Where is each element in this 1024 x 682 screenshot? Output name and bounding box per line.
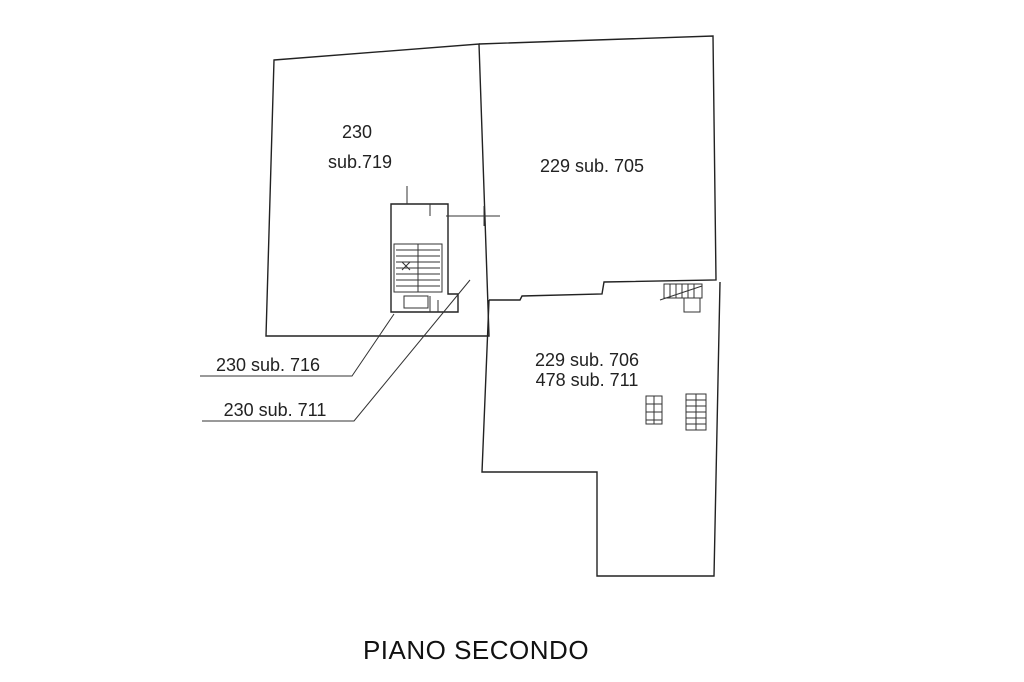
unit-230-label-line2: sub.719 (328, 152, 392, 172)
callout-711-leader (202, 279, 471, 422)
callout-716-label: 230 sub. 716 (216, 355, 320, 375)
small-stair-top-right (659, 283, 703, 313)
stair-core (390, 186, 500, 313)
floor-title: PIANO SECONDO (363, 635, 589, 665)
unit-229-706-label-line2: 478 sub. 711 (536, 370, 639, 390)
small-stair-lower-right (685, 393, 707, 431)
unit-229-705-label: 229 sub. 705 (540, 156, 644, 176)
room-229-706-outline (481, 281, 721, 577)
room-230-outline (265, 43, 490, 337)
unit-230-label-line1: 230 (342, 122, 372, 142)
unit-229-706-label-line1: 229 sub. 706 (535, 350, 639, 370)
callout-716-leader (200, 313, 395, 377)
room-229-705-outline (478, 35, 717, 301)
small-stair-lower-left (645, 395, 663, 425)
callout-711-label: 230 sub. 711 (224, 400, 327, 420)
